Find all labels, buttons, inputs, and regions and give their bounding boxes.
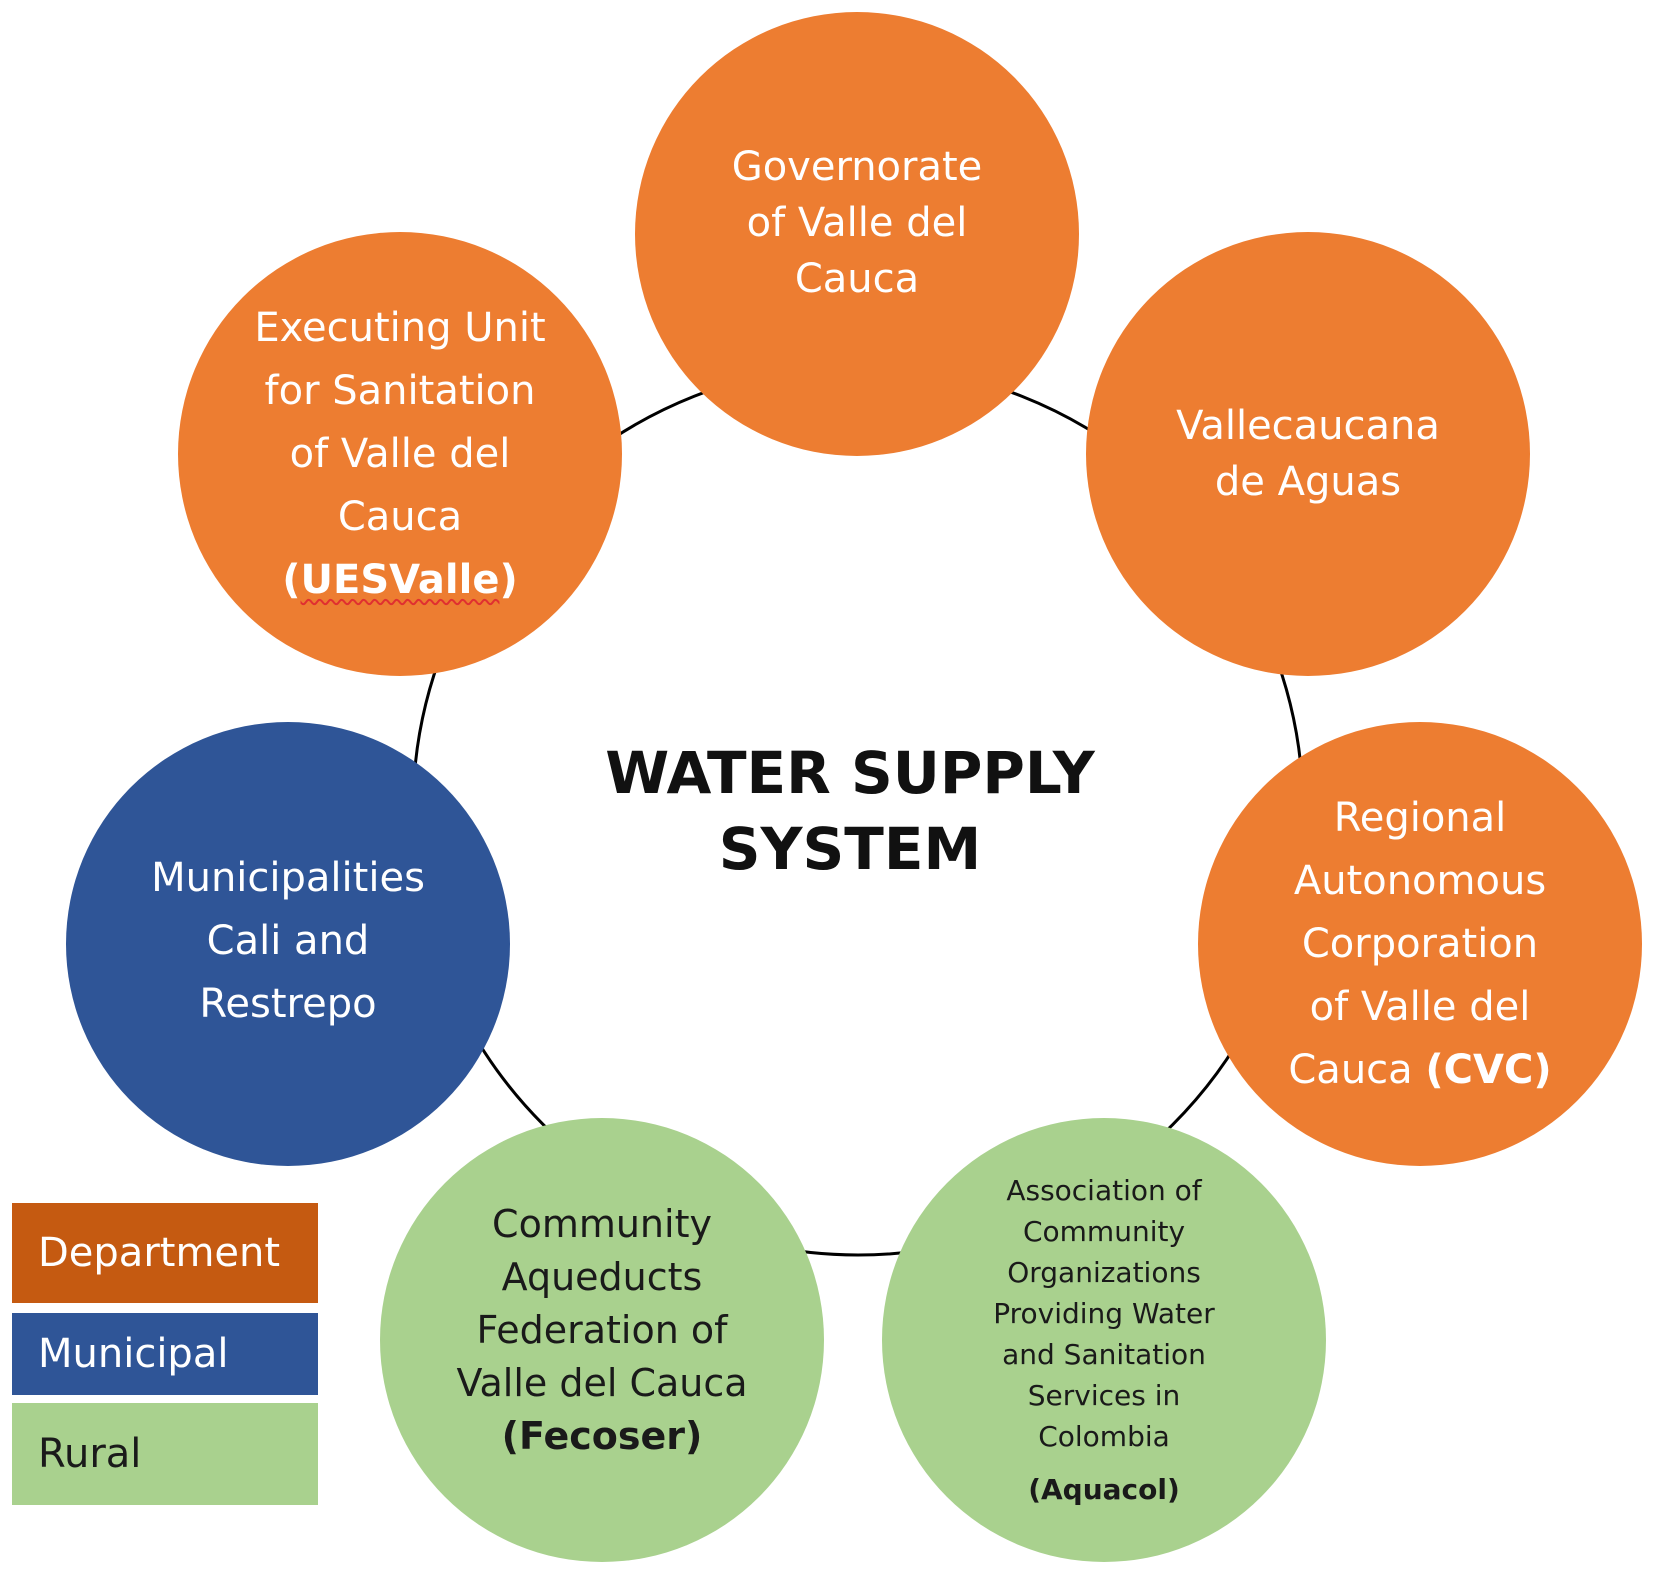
node-cvc-line-5: Cauca (CVC) [1288, 1039, 1551, 1102]
center-title-line-1: WATER SUPPLY [605, 739, 1095, 807]
node-cvc-line-5-plain: Cauca [1288, 1046, 1426, 1093]
node-cvc-line-3: Corporation [1301, 920, 1539, 967]
node-uesvalle: Executing Unit for Sanitation of Valle d… [178, 232, 622, 676]
node-municipalities-line-1: Municipalities [151, 854, 425, 901]
node-aquacol-line-5: and Sanitation [1002, 1338, 1206, 1371]
node-governorate: Governorate of Valle del Cauca [635, 12, 1079, 456]
center-title: WATER SUPPLY SYSTEM [560, 735, 1140, 887]
node-municipalities-line-3: Restrepo [199, 980, 377, 1027]
node-aquacol-line-1: Association of [1006, 1174, 1202, 1207]
node-aquacol-line-3: Organizations [1007, 1256, 1201, 1289]
node-municipalities: Municipalities Cali and Restrepo [66, 722, 510, 1166]
node-aquacol-line-4: Providing Water [993, 1297, 1215, 1330]
node-governorate-line-2: of Valle del [746, 200, 968, 246]
node-vallecaucana: Vallecaucana de Aguas [1086, 232, 1530, 676]
node-fecoser-line-1: Community [492, 1201, 712, 1246]
node-fecoser-line-4: Valle del Cauca [456, 1360, 748, 1405]
node-aquacol-acronym: (Aquacol) [1028, 1473, 1180, 1506]
node-uesvalle-line-1: Executing Unit [254, 304, 546, 351]
node-cvc-line-1: Regional [1333, 794, 1507, 841]
node-fecoser-line-3: Federation of [476, 1307, 728, 1352]
node-vallecaucana-line-2: de Aguas [1214, 459, 1402, 505]
legend-label-rural: Rural [38, 1431, 142, 1477]
node-fecoser: Community Aqueducts Federation of Valle … [380, 1118, 824, 1562]
node-uesvalle-paren-close: ) [499, 556, 518, 603]
node-fecoser-line-2: Aqueducts [501, 1254, 703, 1299]
legend-item-rural: Rural [12, 1403, 318, 1505]
node-uesvalle-acronym: (UESValle) [282, 549, 518, 612]
node-municipalities-line-2: Cali and [206, 917, 370, 964]
node-fecoser-acronym: (Fecoser) [501, 1413, 703, 1458]
node-uesvalle-acronym-text: UESValle [300, 556, 500, 603]
node-cvc-line-2: Autonomous [1293, 857, 1547, 904]
node-cvc: Regional Autonomous Corporation of Valle… [1198, 722, 1642, 1166]
node-uesvalle-line-2: for Sanitation [264, 367, 536, 414]
node-aquacol: Association of Community Organizations P… [882, 1118, 1326, 1562]
node-uesvalle-paren-open: ( [282, 556, 301, 603]
node-uesvalle-line-4: Cauca [337, 493, 463, 540]
center-title-line-2: SYSTEM [718, 815, 982, 883]
node-cvc-line-4: of Valle del [1309, 983, 1531, 1030]
node-uesvalle-line-3: of Valle del [289, 430, 511, 477]
legend-item-municipal: Municipal [12, 1313, 318, 1395]
node-governorate-line-1: Governorate [731, 144, 983, 190]
node-cvc-acronym: (CVC) [1425, 1046, 1552, 1093]
node-vallecaucana-line-1: Vallecaucana [1176, 403, 1440, 449]
node-aquacol-line-2: Community [1022, 1215, 1186, 1248]
legend-item-department: Department [12, 1203, 318, 1303]
legend-label-municipal: Municipal [38, 1331, 229, 1377]
node-aquacol-line-7: Colombia [1038, 1420, 1170, 1453]
node-governorate-line-3: Cauca [794, 256, 920, 302]
node-aquacol-line-6: Services in [1027, 1379, 1181, 1412]
legend-label-department: Department [38, 1230, 281, 1276]
